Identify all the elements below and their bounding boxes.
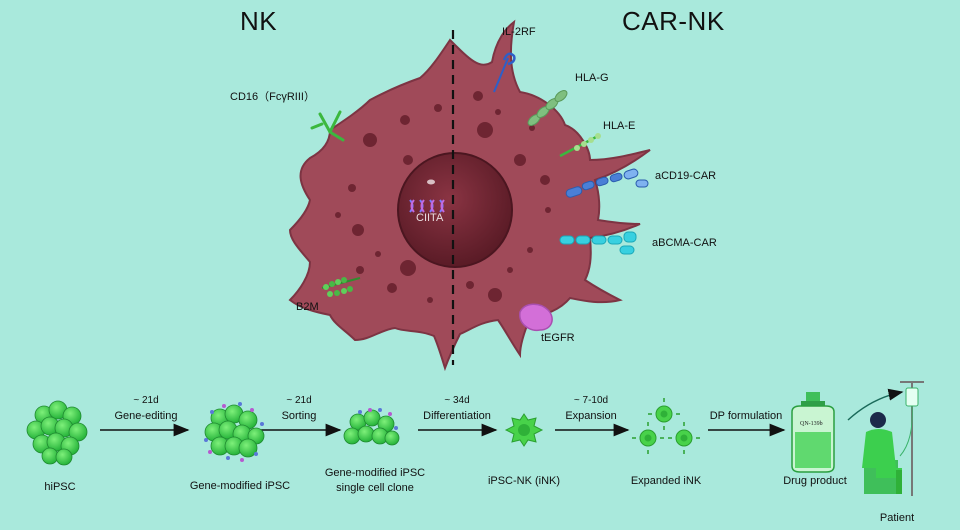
tegfr-protein-icon [519, 303, 553, 332]
label-b2m: B2M [296, 301, 319, 313]
acd19-car-icon [565, 168, 649, 198]
drug-product-bottle-icon [791, 392, 835, 473]
hipsc-cluster-icon [26, 400, 88, 466]
stage-single-clone-label: Gene-modified iPSC [324, 467, 426, 479]
single-cell-clone-icon [343, 408, 400, 446]
expanded-ink-icon [632, 398, 700, 454]
transition-4-action: Expansion [565, 410, 617, 422]
stage-single-clone-label-2: single cell clone [336, 482, 414, 494]
stage-gene-modified-ipsc-label: Gene-modified iPSC [189, 480, 291, 492]
stage-expanded-ink-label: Expanded iNK [630, 475, 702, 487]
transition-2-duration: ~ 21d [286, 395, 312, 406]
bottle-label: QN-139b [800, 421, 823, 427]
transition-3-action: Differentiation [423, 410, 491, 422]
hla-e-molecule-icon [559, 133, 601, 158]
nucleolus-highlight [427, 179, 435, 185]
transition-1-action: Gene-editing [114, 410, 178, 422]
transition-5-action: DP formulation [709, 410, 783, 422]
gene-modified-ipsc-icon [204, 402, 265, 462]
label-hla-e: HLA-E [603, 120, 636, 132]
abcma-car-icon [559, 231, 637, 255]
il-2rf-receptor-icon [493, 52, 516, 93]
stage-drug-product-label: Drug product [783, 475, 847, 487]
label-acd19-car: aCD19-CAR [655, 170, 717, 182]
car-nk-header: CAR-NK [622, 6, 725, 36]
patient-icon [862, 381, 924, 496]
cd16-receptor-icon [310, 110, 345, 142]
nucleus [397, 152, 513, 268]
nk-header: NK [240, 6, 278, 36]
to-patient-arrow [847, 388, 904, 421]
stage-ipsc-nk-label: iPSC-NK (iNK) [487, 475, 561, 487]
label-il-2rf: IL-2RF [502, 26, 536, 38]
stage-hipsc-label: hiPSC [44, 481, 76, 493]
hla-g-molecule-icon [527, 90, 568, 126]
cytoplasm-vesicles [335, 91, 551, 303]
label-ciita: CIITA [416, 212, 444, 224]
label-tegfr: tEGFR [541, 332, 575, 344]
label-cd16: CD16（FcγRIII） [230, 91, 315, 103]
stage-patient-label: Patient [879, 512, 915, 524]
transition-3-duration: ~ 34d [444, 395, 470, 406]
transition-2-action: Sorting [281, 410, 317, 422]
transition-1-duration: ~ 21d [133, 395, 159, 406]
ipsc-nk-cell-icon [504, 413, 544, 447]
label-hla-g: HLA-G [575, 72, 609, 84]
transition-4-duration: ~ 7-10d [573, 395, 609, 406]
label-abcma-car: aBCMA-CAR [652, 237, 717, 249]
dna-icon [409, 199, 445, 213]
b2m-molecule-icon [321, 277, 361, 297]
